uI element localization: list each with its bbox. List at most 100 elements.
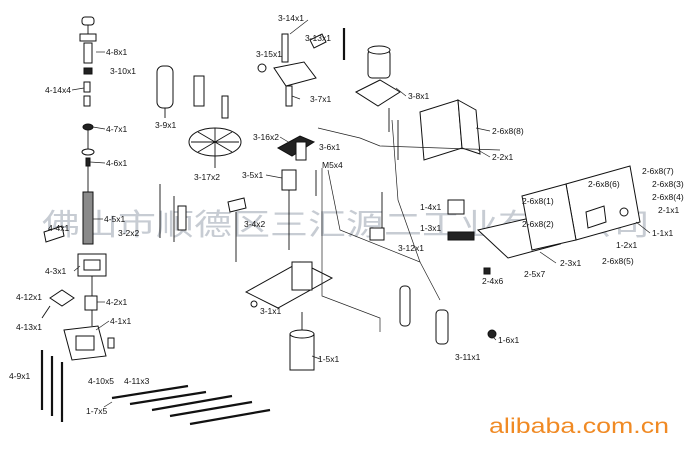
standoff-part (483, 267, 491, 275)
label-3-16x2: 3-16x2 (253, 132, 279, 142)
clip-part-3 (227, 197, 247, 213)
label-4-3x1: 4-3x1 (45, 266, 67, 276)
label-4-12x1: 4-12x1 (16, 292, 42, 302)
bottom-motor-cap (289, 329, 315, 339)
alibaba-brand-text: alibaba.com.cn (489, 415, 669, 438)
bottom-motor-part (289, 333, 315, 371)
motor-cap (367, 45, 391, 55)
washer-part-2 (81, 148, 95, 156)
label-3-10x1: 3-10x1 (110, 66, 136, 76)
label-3-2x2: 3-2x2 (118, 228, 140, 238)
collar-part (79, 33, 97, 42)
bracket-panel-part (419, 99, 463, 161)
pin-part (107, 337, 115, 349)
post-part (285, 85, 293, 107)
connector-part (447, 231, 475, 241)
label-2-6x8-4: 2-6x8(4) (652, 192, 684, 202)
label-3-8x1: 3-8x1 (408, 91, 430, 101)
label-2-2x1: 2-2x1 (492, 152, 514, 162)
washer-part (82, 123, 94, 131)
case-window (585, 205, 607, 229)
label-2-6x8-2: 2-6x8(2) (522, 219, 554, 229)
base-block-window (75, 335, 95, 351)
label-2-1x1: 2-1x1 (658, 205, 680, 215)
sleeve-part (83, 81, 91, 93)
label-4-9x1: 4-9x1 (9, 371, 31, 381)
bracket-panel-side (457, 99, 481, 155)
label-1-2x1: 1-2x1 (616, 240, 638, 250)
left-assembly (40, 16, 271, 426)
ring-part (83, 67, 93, 75)
latch-part (309, 33, 327, 49)
label-3-14x1: 3-14x1 (278, 13, 304, 23)
label-1-6x1: 1-6x1 (498, 335, 520, 345)
rod-part-2 (221, 95, 229, 119)
screw-part-3 (250, 300, 258, 308)
roller-part (156, 65, 174, 109)
label-1-4x1: 1-4x1 (420, 202, 442, 212)
pin-part-3 (177, 205, 187, 231)
label-4-2x1: 4-2x1 (106, 297, 128, 307)
part-labels: 3-14x1 3-13x1 3-15x1 3-7x1 3-8x1 4-8x1 3… (9, 13, 684, 416)
label-4-13x1: 4-13x1 (16, 322, 42, 332)
base-frame-part (244, 261, 334, 309)
rod-part (193, 75, 205, 107)
label-4-14x4: 4-14x4 (45, 85, 71, 95)
top-plate-part (273, 61, 317, 87)
cylinder-part-3 (281, 169, 297, 191)
label-2-4x6: 2-4x6 (482, 276, 504, 286)
label-4-11x3: 4-11x3 (124, 376, 150, 386)
label-2-6x8-5: 2-6x8(5) (602, 256, 634, 266)
label-4-8x1: 4-8x1 (106, 47, 128, 57)
motor-mount-part (354, 79, 401, 107)
label-3-1x1: 3-1x1 (260, 306, 282, 316)
middle-assembly (156, 28, 497, 371)
sleeve-part-2 (83, 95, 91, 107)
clip-part (83, 42, 93, 64)
label-3-7x1: 3-7x1 (310, 94, 332, 104)
label-4-4x1: 4-4x1 (48, 223, 70, 233)
knob-part (81, 16, 95, 26)
housing-window (83, 259, 101, 271)
label-2-6x8-8: 2-6x8(8) (492, 126, 524, 136)
lever-part (281, 33, 289, 63)
label-4-5x1: 4-5x1 (104, 214, 126, 224)
cylinder-part (84, 295, 98, 311)
connector-lines (317, 119, 501, 332)
nut-part (85, 157, 91, 167)
label-1-7x5: 1-7x5 (86, 406, 108, 416)
leader-lines (71, 19, 651, 408)
roller-part-2 (399, 285, 411, 327)
label-3-4x2: 3-4x2 (244, 219, 266, 229)
right-assembly (397, 99, 641, 275)
cube-part (447, 199, 465, 215)
label-2-6x8-6: 2-6x8(6) (588, 179, 620, 189)
label-3-12x1: 3-12x1 (398, 243, 424, 253)
label-3-13x1: 3-13x1 (305, 33, 331, 43)
screw-part (257, 63, 267, 73)
label-3-6x1: 3-6x1 (319, 142, 341, 152)
label-1-1x1: 1-1x1 (652, 228, 674, 238)
label-3-15x1: 3-15x1 (256, 49, 282, 59)
label-3-17x2: 3-17x2 (194, 172, 220, 182)
label-2-3x1: 2-3x1 (560, 258, 582, 268)
case-button (619, 207, 629, 217)
label-2-6x8-1: 2-6x8(1) (522, 196, 554, 206)
label-2-6x8-3: 2-6x8(3) (652, 179, 684, 189)
label-4-7x1: 4-7x1 (106, 124, 128, 134)
bracket-part (43, 225, 65, 243)
knob-part-2 (487, 329, 497, 339)
case-side-part (521, 183, 577, 251)
label-1-3x1: 1-3x1 (420, 223, 442, 233)
label-m5x4: M5x4 (322, 160, 343, 170)
label-4-1x1: 4-1x1 (110, 316, 132, 326)
roller-part-3 (435, 309, 449, 345)
label-2-5x7: 2-5x7 (524, 269, 546, 279)
clip-part-4 (369, 227, 385, 241)
label-3-5x1: 3-5x1 (242, 170, 264, 180)
label-1-5x1: 1-5x1 (318, 354, 340, 364)
label-4-6x1: 4-6x1 (106, 158, 128, 168)
frame-block-part (291, 261, 313, 291)
spacer-part (295, 141, 307, 161)
